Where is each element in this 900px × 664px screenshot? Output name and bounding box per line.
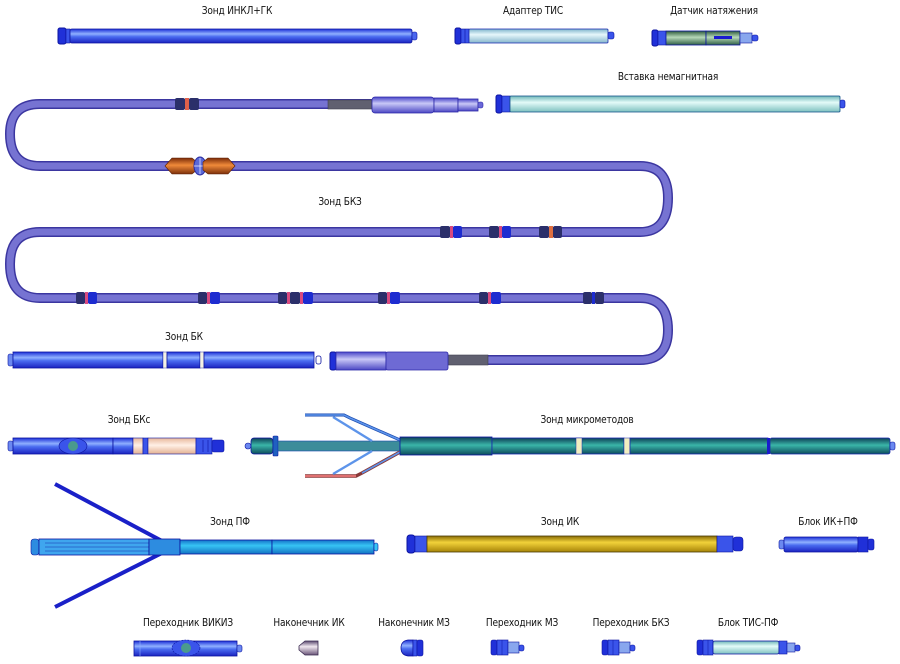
bks-probe (7, 437, 225, 455)
label-ik-probe: Зонд ИК (540, 515, 580, 528)
bkz-cable (5, 99, 673, 365)
bkz-cable-head (327, 96, 484, 114)
label-bks-probe: Зонд БКс (107, 413, 151, 426)
label-mz-adapter: Переходник МЗ (485, 616, 559, 629)
label-ik-tip: Наконечник ИК (273, 616, 345, 629)
central-electrode (164, 156, 236, 176)
ik-pf-block (778, 536, 875, 553)
pf-probe (30, 482, 379, 609)
mz-tip (400, 639, 424, 657)
label-pf-probe: Зонд ПФ (210, 515, 250, 528)
label-vikiz-adapter: Переходник ВИКИЗ (142, 616, 234, 629)
nonmagnetic-insert (495, 94, 846, 114)
electrode-group-row4 (76, 292, 604, 304)
label-bk-probe: Зонд БК (165, 330, 203, 343)
label-micro-probe: Зонд микрометодов (540, 413, 634, 426)
label-bkz-adapter: Переходник БКЗ (592, 616, 670, 629)
ik-tip (298, 640, 319, 656)
label-mz-tip: Наконечник МЗ (378, 616, 450, 629)
adapter-tis (454, 27, 615, 45)
label-tis-pf-block: Блок ТИС-ПФ (717, 616, 779, 629)
mz-adapter (490, 639, 525, 656)
label-nonmagnetic-insert: Вставка немагнитная (617, 70, 719, 83)
label-tension-sensor: Датчик натяжения (670, 4, 758, 17)
bkz-lower-head (329, 351, 489, 371)
vikiz-adapter (133, 639, 243, 657)
electrode (175, 98, 199, 110)
inkl-gk-probe (57, 27, 418, 45)
label-bkz-probe: Зонд БКЗ (318, 195, 362, 208)
label-inkl-gk: Зонд ИНКЛ+ГК (201, 4, 273, 17)
label-ik-pf-block: Блок ИК+ПФ (798, 515, 858, 528)
label-adapter-tis: Адаптер ТИС (503, 4, 563, 17)
tis-pf-block (696, 639, 801, 656)
ik-probe (406, 534, 744, 554)
electrode-group-row3 (440, 226, 562, 238)
tension-sensor (651, 29, 759, 47)
micro-probe (244, 413, 896, 478)
bk-probe (7, 351, 322, 369)
bkz-adapter (601, 639, 636, 656)
